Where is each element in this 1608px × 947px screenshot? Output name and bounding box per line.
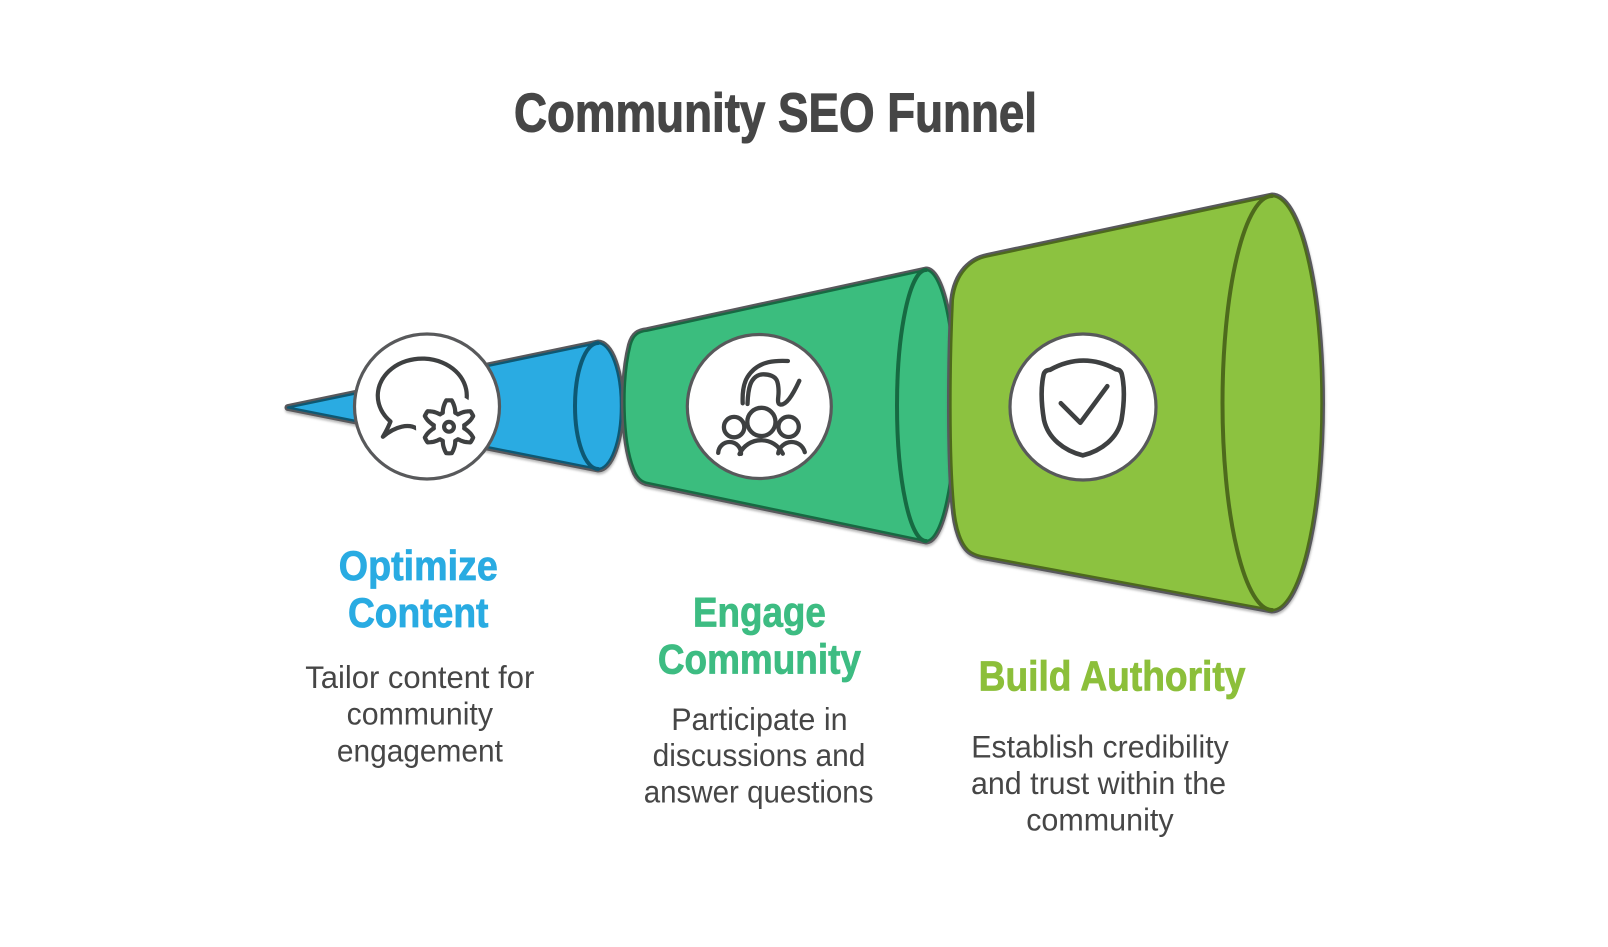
svg-text:Community SEO Funnel: Community SEO Funnel bbox=[514, 82, 1037, 144]
svg-text:Engage: Engage bbox=[693, 588, 826, 635]
svg-text:Optimize: Optimize bbox=[339, 542, 498, 589]
svg-text:Tailor content for: Tailor content for bbox=[305, 659, 534, 695]
svg-text:community: community bbox=[1026, 801, 1174, 837]
svg-text:and trust within the: and trust within the bbox=[971, 765, 1226, 801]
svg-text:Participate in: Participate in bbox=[671, 701, 847, 737]
svg-text:engagement: engagement bbox=[337, 732, 503, 768]
svg-text:answer questions: answer questions bbox=[644, 774, 874, 810]
svg-text:Establish credibility: Establish credibility bbox=[971, 729, 1229, 765]
svg-text:community: community bbox=[347, 696, 494, 732]
svg-text:discussions and: discussions and bbox=[653, 737, 866, 773]
svg-text:Content: Content bbox=[348, 589, 489, 636]
svg-text:Community: Community bbox=[658, 635, 862, 682]
svg-text:Build Authority: Build Authority bbox=[979, 652, 1246, 699]
